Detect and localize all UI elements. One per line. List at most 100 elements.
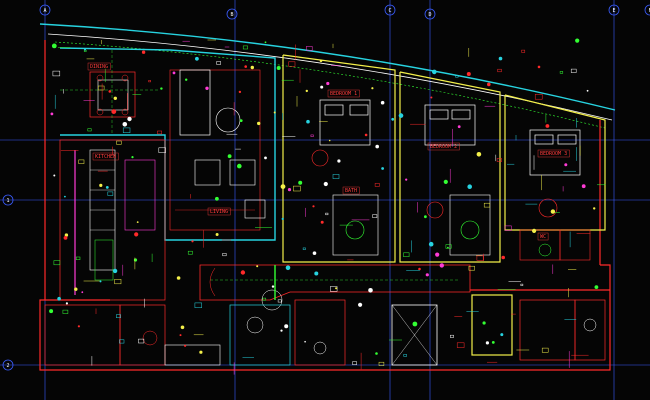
fixture-marker — [105, 186, 109, 189]
fixture-marker — [378, 361, 385, 366]
fixture-marker — [185, 78, 188, 81]
bathrooms — [311, 149, 591, 261]
room-tag-text: LIVING — [210, 209, 228, 215]
fixture-marker — [537, 65, 541, 69]
fixture-marker — [284, 324, 289, 329]
grid-tag-label: A — [43, 8, 46, 14]
fixture-marker — [49, 309, 54, 314]
fixture-marker — [74, 287, 78, 291]
fixture-marker — [381, 167, 384, 170]
fixture-marker — [148, 80, 151, 83]
fixture-marker — [238, 90, 242, 94]
service-rooms — [44, 299, 606, 366]
fixture-marker — [364, 133, 368, 137]
fixture-marker — [262, 297, 267, 301]
grid-tag-label: C — [388, 8, 391, 14]
fixture-marker — [141, 50, 146, 54]
fixture-marker — [280, 329, 283, 332]
corridor — [199, 264, 471, 311]
fixture-marker — [398, 113, 404, 118]
fixture-marker — [439, 263, 444, 268]
fixture-marker — [586, 89, 589, 92]
fixture-marker — [195, 56, 199, 61]
grid-tag-label: E — [612, 8, 615, 14]
fixture-marker — [467, 184, 473, 189]
room-tag-text: DINING — [90, 64, 108, 70]
room-tag: BEDROOM 2 — [427, 142, 460, 151]
fixture-marker — [482, 321, 486, 325]
fixture-marker — [257, 121, 261, 126]
fixture-marker — [127, 116, 132, 122]
fixture-marker — [122, 127, 131, 133]
fixture-marker — [99, 280, 102, 283]
fixture-marker — [326, 81, 330, 86]
fixture-marker — [304, 340, 306, 343]
fixture-marker — [314, 271, 319, 276]
grid-tag-1: 1 — [2, 194, 14, 206]
fixture-marker — [497, 68, 502, 73]
grid-tag-label: D — [428, 12, 431, 18]
fixture-marker — [498, 56, 503, 61]
fixture-marker — [476, 255, 484, 261]
fixture-marker — [312, 251, 317, 255]
fixture-marker — [84, 48, 86, 51]
fixture-marker — [62, 309, 69, 314]
fixture-marker — [545, 124, 550, 128]
room-tag: KITCHEN — [92, 152, 119, 161]
room-tag-text: BATH — [345, 188, 357, 194]
grid-tag-d: D — [424, 8, 436, 20]
fixture-marker — [77, 325, 80, 328]
fixture-marker — [380, 100, 385, 105]
fixture-marker — [374, 183, 380, 187]
fixture-marker — [134, 232, 139, 237]
fixture-marker — [288, 61, 296, 67]
fixture-marker — [242, 45, 248, 50]
grid-tag-label: F — [648, 8, 650, 14]
fixture-marker — [273, 111, 276, 114]
grid-tag-a: A — [39, 4, 51, 16]
fixture-marker — [87, 128, 92, 132]
fixture-marker — [412, 321, 418, 327]
fixture-marker — [372, 214, 378, 218]
fixture-marker — [99, 183, 103, 187]
grid-tag-f: F — [644, 4, 650, 16]
fixture-marker — [403, 252, 410, 257]
fixture-marker — [158, 147, 166, 153]
fixture-marker — [581, 184, 586, 189]
grid-tag-c: C — [384, 4, 396, 16]
fixture-marker — [194, 302, 202, 308]
fixture-marker — [276, 66, 281, 70]
fixture-marker — [575, 38, 580, 43]
fixture-marker — [485, 341, 489, 345]
fixture-marker — [418, 267, 421, 271]
room-tag: BEDROOM 3 — [537, 149, 570, 158]
fixture-marker — [131, 156, 134, 159]
fixture-marker — [468, 265, 475, 271]
fixture-marker — [113, 96, 118, 101]
fixture-marker — [119, 339, 125, 344]
fixture-marker — [116, 140, 122, 145]
fixture-marker — [172, 71, 176, 75]
fixture-marker — [405, 178, 408, 181]
fixture-marker — [455, 75, 459, 78]
fixture-marker — [227, 154, 232, 159]
fixture-marker — [323, 181, 328, 187]
fixture-marker — [244, 65, 247, 68]
fixture-marker — [264, 41, 267, 44]
fixture-marker — [559, 71, 564, 74]
fixture-marker — [594, 285, 599, 289]
fixture-marker — [287, 188, 292, 192]
fixture-marker — [256, 265, 259, 268]
fixture-marker — [325, 212, 329, 216]
fixture-marker — [78, 159, 85, 164]
fixture-markers — [49, 38, 606, 375]
fixture-marker — [501, 255, 506, 260]
fixture-marker — [114, 279, 122, 285]
fixture-marker — [335, 287, 338, 290]
fixture-marker — [541, 347, 549, 353]
fixture-marker — [179, 334, 182, 337]
fixture-marker — [305, 89, 308, 93]
fixture-marker — [215, 196, 219, 201]
